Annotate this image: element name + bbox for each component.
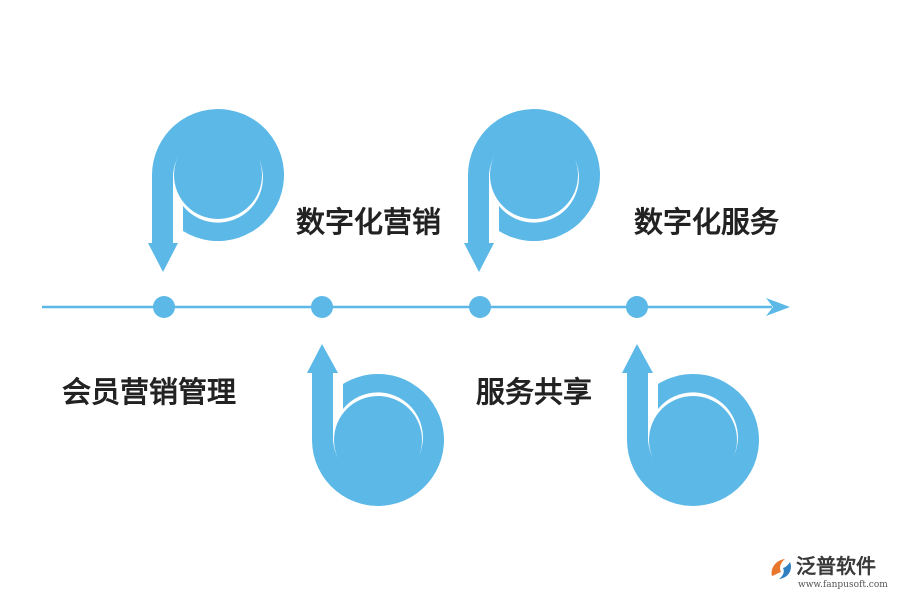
b-loop-icon-1 [307,344,444,506]
timeline-arrowhead [766,298,790,316]
label-digital-service: 数字化服务 [634,205,780,239]
brand-url: www.fanpusoft.com [798,580,888,590]
timeline-node-2 [311,296,333,318]
timeline-node-1 [153,296,175,318]
b-loop-icon-2 [622,344,759,506]
label-member-marketing: 会员营销管理 [62,375,237,409]
brand-logo: 泛普软件 www.fanpusoft.com [768,552,894,596]
timeline-node-3 [469,296,491,318]
brand-logo-icon [771,559,791,579]
brand-name: 泛普软件 [796,554,876,578]
label-digital-marketing: 数字化营销 [296,205,442,239]
p-loop-icon-1 [148,109,284,272]
p-loop-icon-2 [464,109,600,272]
timeline-node-4 [626,296,648,318]
label-service-sharing: 服务共享 [476,375,593,409]
